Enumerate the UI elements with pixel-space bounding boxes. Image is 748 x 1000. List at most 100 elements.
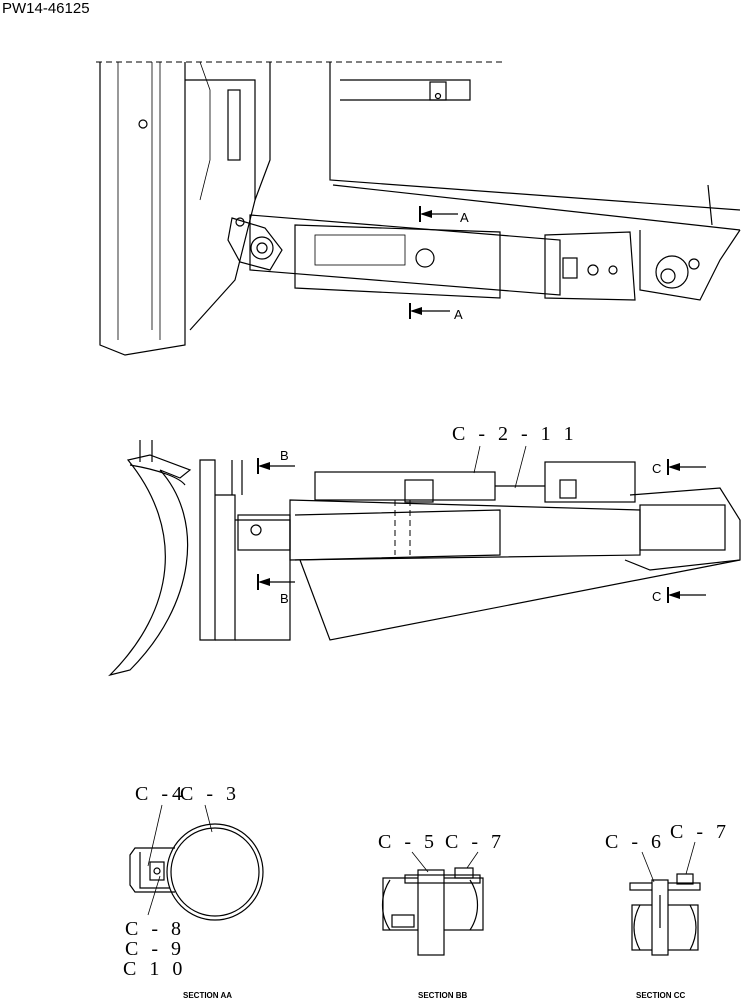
tube-clamp — [404, 479, 434, 503]
aa-bolt — [149, 861, 165, 881]
cylinder-barrel-inner — [294, 509, 501, 561]
section-aa-title: SECTION AA — [183, 991, 232, 1000]
frame-arm-bottom — [332, 184, 741, 231]
bracket-hole — [434, 92, 442, 100]
cylinder-head-block — [544, 231, 636, 301]
section-cc-title: SECTION CC — [636, 991, 686, 1000]
cylinder-port — [415, 248, 435, 268]
head-fitting-1 — [587, 264, 599, 276]
left-pin — [250, 236, 274, 260]
mount-plate-2 — [215, 494, 236, 641]
aa-tube-inner — [170, 827, 260, 917]
valve-block — [544, 461, 636, 503]
callout-c-7-bb-leader — [466, 851, 479, 869]
cc-tube-curve-right — [689, 904, 697, 951]
cylinder-body-outline — [249, 214, 561, 296]
blade-plate-lines — [117, 62, 161, 340]
aa-tube-outer — [166, 823, 264, 921]
frame-arm-top — [329, 62, 741, 211]
callout-c-3: C - 3 — [180, 783, 240, 805]
blade-plate — [99, 62, 186, 356]
blade-slot — [227, 89, 241, 161]
callout-c-2-11-leader-2 — [514, 445, 527, 489]
mount-plate-1 — [199, 459, 216, 641]
callout-c-4-leader — [147, 804, 163, 867]
left-grease-nipple — [235, 217, 245, 227]
bb-clamp-plate — [417, 869, 445, 956]
callout-c-5: C - 5 — [378, 831, 438, 853]
frame-edge — [254, 62, 271, 201]
left-clevis — [227, 217, 283, 271]
blade-bolt-hole — [138, 119, 148, 129]
section-a-top-arrowhead — [420, 210, 432, 218]
section-c-bottom-arrowhead — [668, 591, 680, 599]
section-b-bottom-label: B — [280, 591, 289, 606]
left-clevis-pin — [250, 524, 262, 536]
callout-c-2-11-leader-1 — [473, 445, 481, 474]
cc-tube-curve-left — [633, 904, 641, 951]
callout-c-7-cc-leader — [685, 841, 696, 875]
left-clevis-top — [237, 514, 291, 551]
bracket-tab — [429, 81, 447, 101]
top-assembly-view: A A — [96, 61, 741, 356]
section-c-top-label: C — [652, 461, 661, 476]
frame-underside — [299, 559, 741, 641]
section-a-bottom-arrowhead — [410, 307, 422, 315]
blade-rib — [185, 79, 256, 331]
bb-bolt-head — [454, 867, 474, 879]
callout-c-8-leader — [147, 875, 161, 916]
right-pin — [660, 268, 676, 284]
right-frame-loop — [624, 487, 741, 571]
frame-stud — [707, 184, 713, 226]
callout-c-4: C -4 — [135, 783, 186, 805]
section-a-bottom-label: A — [454, 307, 463, 322]
bb-tube-curve-right — [469, 879, 479, 931]
callout-c-7-bb: C - 7 — [445, 831, 505, 853]
cylinder-window — [314, 234, 406, 266]
section-b-bottom-arrowhead — [258, 578, 270, 586]
section-aa-view: C -4 C - 3 C - 8 C - 9 C 1 0 SECTION AA — [123, 783, 264, 1000]
section-b-top-label: B — [280, 448, 289, 463]
cc-bolt-head — [676, 873, 694, 885]
frame-end-plate — [639, 229, 741, 301]
callout-c-8: C - 8 — [125, 918, 185, 940]
aa-clamp-bracket — [129, 847, 175, 893]
callout-c-7-cc: C - 7 — [670, 821, 730, 843]
section-cc-view: C - 6 C - 7 SECTION CC — [605, 821, 730, 1000]
head-valve — [562, 257, 578, 279]
section-a-top-label: A — [460, 210, 469, 225]
cylinder-barrel-top — [289, 499, 641, 561]
middle-assembly-view: C - 2 - 1 1 B B C C — [108, 423, 741, 677]
section-c-bottom-label: C — [652, 589, 661, 604]
callout-c-6-leader — [641, 851, 655, 883]
bb-tube-curve-left — [381, 879, 391, 931]
right-grease-nipple — [688, 258, 700, 270]
callout-c-6: C - 6 — [605, 831, 665, 853]
mount-plate-3 — [235, 519, 291, 641]
curved-blade — [108, 454, 192, 677]
section-bb-title: SECTION BB — [418, 991, 468, 1000]
callout-c-2-11: C - 2 - 1 1 — [452, 423, 578, 445]
right-clevis-top — [639, 504, 726, 551]
cylinder-barrel — [294, 224, 501, 299]
aa-nut — [153, 867, 161, 875]
aa-clamp-inner — [139, 852, 170, 889]
callout-c-9: C - 9 — [125, 938, 185, 960]
bb-top-bar — [404, 874, 481, 884]
callout-c-5-leader — [411, 851, 429, 873]
section-bb-view: C - 5 C - 7 SECTION BB — [378, 831, 505, 1000]
right-clevis — [655, 255, 689, 289]
callout-c-3-leader — [204, 804, 213, 833]
curved-blade-top-edge — [129, 464, 186, 486]
frame-bracket — [340, 79, 471, 101]
left-pin-core — [256, 242, 268, 254]
blade-rib-inner — [199, 61, 211, 201]
valve-fitting — [559, 479, 577, 499]
document-id: PW14-46125 — [2, 0, 90, 17]
section-c-top-arrowhead — [668, 463, 680, 471]
callout-c-10: C 1 0 — [123, 958, 186, 980]
head-fitting-2 — [608, 265, 618, 275]
section-b-top-arrowhead — [258, 462, 270, 470]
bb-side-bolt — [391, 914, 415, 928]
